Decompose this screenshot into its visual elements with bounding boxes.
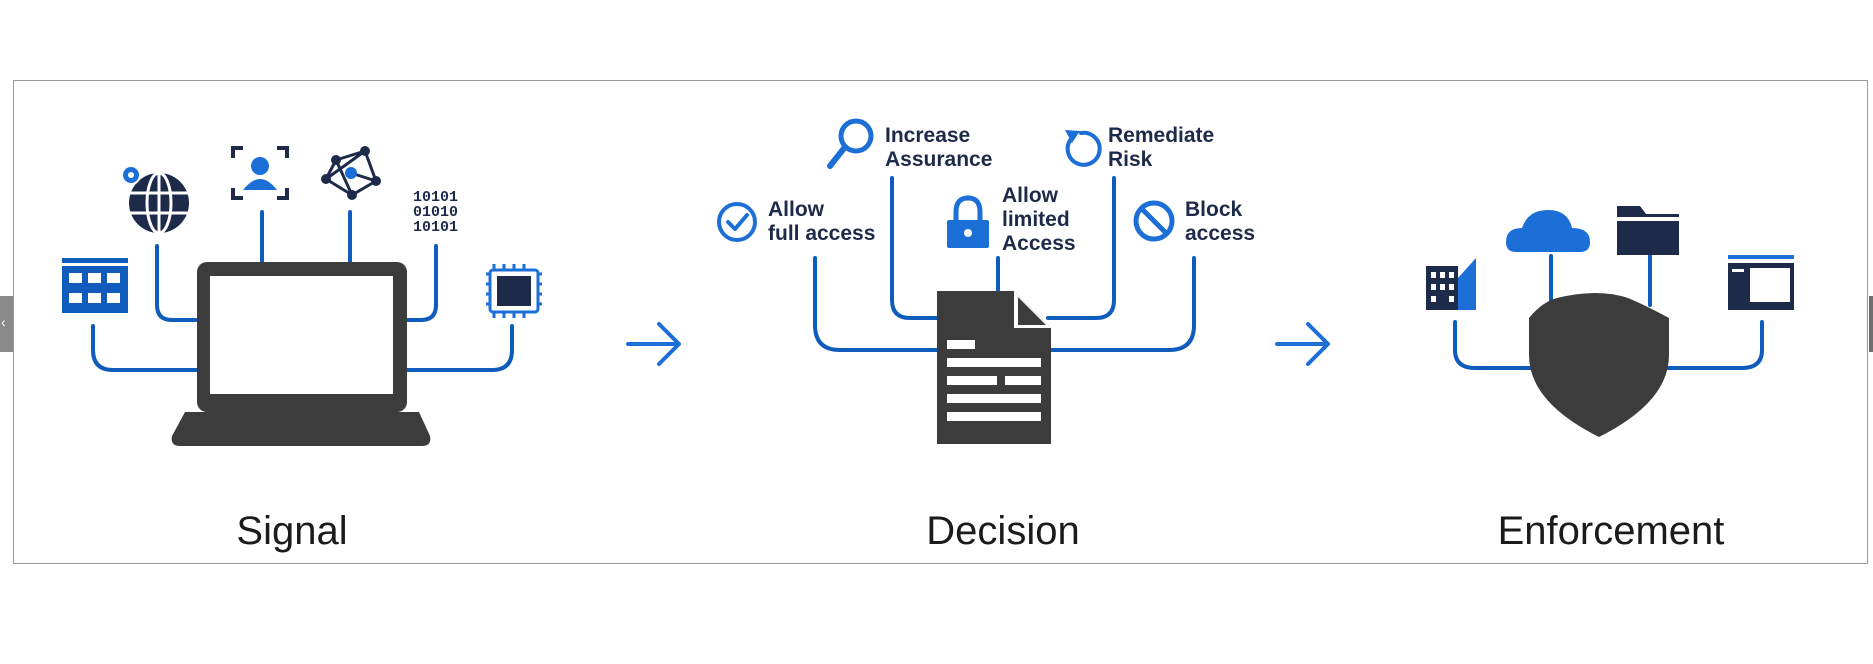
laptop-icon — [171, 262, 431, 446]
browser-window-icon — [1728, 255, 1794, 310]
option-label: Allow — [1002, 184, 1059, 207]
binary-data-icon: 10101 01010 10101 — [413, 189, 458, 236]
option-label: access — [1185, 222, 1255, 245]
user-identity-icon — [231, 146, 289, 200]
refresh-icon — [1065, 130, 1102, 167]
shield-icon — [1529, 293, 1669, 437]
option-label: Allow — [768, 198, 825, 221]
grid-app-icon — [62, 258, 128, 313]
option-label: limited — [1002, 208, 1070, 231]
chevron-left-icon: ‹ — [1, 314, 6, 330]
option-label: Increase — [885, 124, 970, 147]
building-icon — [1426, 258, 1476, 310]
check-circle-icon — [717, 202, 757, 242]
right-scroll-tab[interactable] — [1869, 296, 1873, 352]
stage-title-signal: Signal — [236, 509, 347, 553]
option-label: Access — [1002, 232, 1076, 255]
option-label: Block — [1185, 198, 1243, 221]
decision-option-allow-limited: Allow limited Access — [947, 184, 1076, 255]
decision-connectors — [813, 176, 1196, 352]
decision-option-allow-full: Allow full access — [717, 198, 875, 245]
cloud-icon — [1506, 210, 1590, 252]
lock-icon — [947, 195, 989, 248]
option-label: Risk — [1108, 148, 1153, 171]
arrow-right-icon — [626, 322, 681, 366]
option-label: Remediate — [1108, 124, 1214, 147]
globe-location-icon — [121, 165, 189, 235]
document-icon — [937, 291, 1051, 444]
svg-text:10101: 10101 — [413, 189, 458, 206]
search-icon — [827, 118, 874, 169]
option-label: full access — [768, 222, 875, 245]
block-icon — [1133, 200, 1175, 242]
left-scroll-tab[interactable]: ‹ — [0, 296, 13, 352]
decision-option-remediate-risk: Remediate Risk — [1065, 124, 1214, 171]
option-label: Assurance — [885, 148, 992, 171]
stage-title-enforcement: Enforcement — [1498, 509, 1725, 553]
svg-text:10101: 10101 — [413, 219, 458, 236]
svg-text:01010: 01010 — [413, 204, 458, 221]
chip-icon — [486, 264, 542, 318]
signal-connectors — [91, 210, 514, 372]
decision-option-increase-assurance: Increase Assurance — [827, 118, 992, 171]
folder-icon — [1617, 206, 1679, 255]
stage-title-decision: Decision — [926, 509, 1079, 553]
arrow-right-icon — [1275, 322, 1330, 366]
network-icon — [321, 146, 381, 200]
enforcement-connectors — [1453, 254, 1764, 370]
decision-option-block-access: Block access — [1133, 198, 1255, 245]
